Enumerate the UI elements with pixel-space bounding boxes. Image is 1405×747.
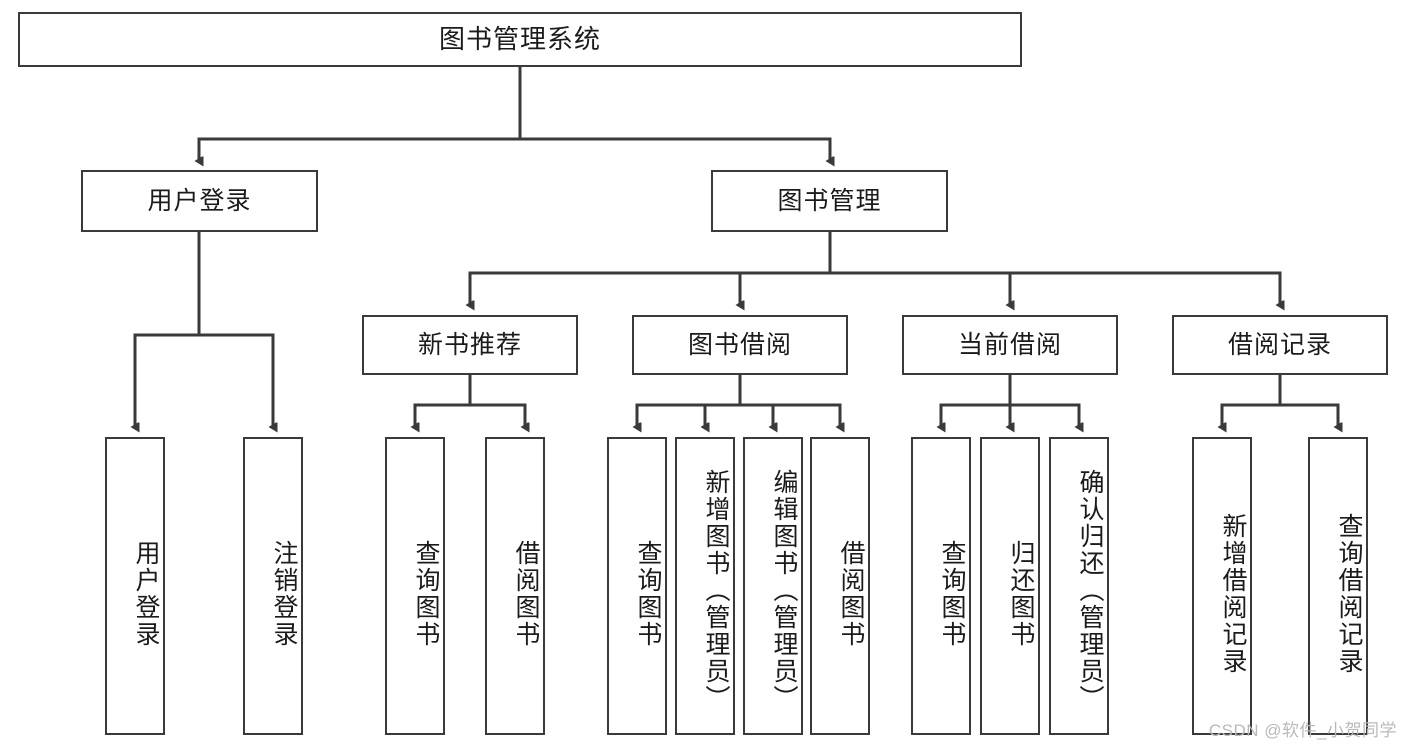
node-label: 图书管理系统 [438, 23, 601, 54]
leaf-book-borrow-borrow[interactable]: 借阅图书 [810, 437, 870, 735]
leaf-new-book-query[interactable]: 查询图书 [385, 437, 445, 735]
node-current-borrow[interactable]: 当前借阅 [902, 315, 1118, 375]
leaf-book-borrow-query[interactable]: 查询图书 [607, 437, 667, 735]
node-borrow-record[interactable]: 借阅记录 [1172, 315, 1388, 375]
node-user-login[interactable]: 用户登录 [81, 170, 318, 232]
leaf-book-borrow-add[interactable]: 新增图书（管理员） [675, 437, 735, 735]
node-label: 查询借阅记录 [1335, 513, 1363, 675]
node-label: 新书推荐 [417, 331, 522, 359]
node-new-book-recommend[interactable]: 新书推荐 [362, 315, 578, 375]
leaf-user-login-login[interactable]: 用户登录 [105, 437, 165, 735]
node-label: 用户登录 [132, 540, 160, 648]
node-label: 查询图书 [634, 540, 662, 648]
node-label: 新增借阅记录 [1219, 513, 1247, 675]
node-label: 当前借阅 [957, 331, 1062, 359]
node-label: 注销登录 [270, 540, 298, 648]
node-label: 借阅图书 [837, 540, 865, 648]
leaf-current-borrow-confirm-return[interactable]: 确认归还（管理员） [1049, 437, 1109, 735]
leaf-user-login-logout[interactable]: 注销登录 [243, 437, 303, 735]
leaf-current-borrow-return[interactable]: 归还图书 [980, 437, 1040, 735]
node-label: 查询图书 [938, 540, 966, 648]
node-label: 图书管理 [777, 187, 882, 215]
node-label: 用户登录 [147, 187, 252, 215]
node-label: 确认归还（管理员） [1076, 468, 1104, 712]
leaf-new-book-borrow[interactable]: 借阅图书 [485, 437, 545, 735]
node-label: 归还图书 [1007, 540, 1035, 648]
leaf-borrow-record-add[interactable]: 新增借阅记录 [1192, 437, 1252, 735]
node-book-management[interactable]: 图书管理 [711, 170, 948, 232]
node-label: 借阅记录 [1227, 331, 1332, 359]
leaf-borrow-record-query[interactable]: 查询借阅记录 [1308, 437, 1368, 735]
node-label: 图书借阅 [687, 331, 792, 359]
node-label: 新增图书（管理员） [702, 468, 730, 712]
node-book-borrow[interactable]: 图书借阅 [632, 315, 848, 375]
node-root-system[interactable]: 图书管理系统 [18, 12, 1022, 67]
leaf-book-borrow-edit[interactable]: 编辑图书（管理员） [743, 437, 803, 735]
node-label: 查询图书 [412, 540, 440, 648]
node-label: 借阅图书 [512, 540, 540, 648]
watermark-text: CSDN @软件_小贺同学 [1208, 721, 1397, 740]
leaf-current-borrow-query[interactable]: 查询图书 [911, 437, 971, 735]
node-label: 编辑图书（管理员） [770, 468, 798, 712]
